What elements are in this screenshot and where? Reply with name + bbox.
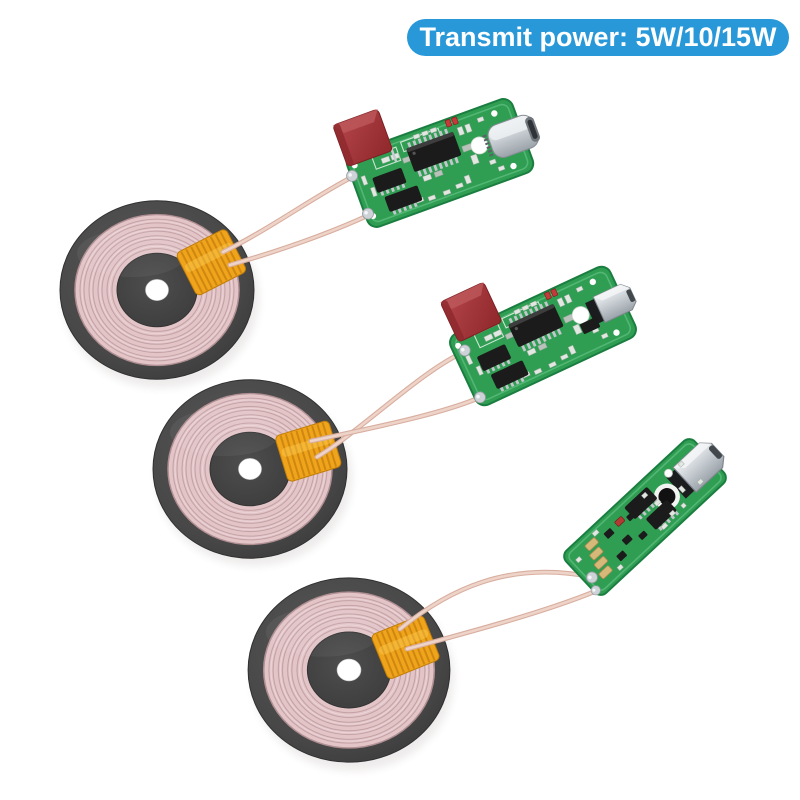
pcb-module-2 xyxy=(439,227,650,409)
pcb-module-3 xyxy=(563,436,730,598)
capacitor xyxy=(594,556,608,570)
coil-wires-1 xyxy=(220,174,372,268)
transistor xyxy=(638,530,648,540)
red-component xyxy=(614,516,625,527)
transistor xyxy=(626,511,636,522)
transistor xyxy=(621,534,633,545)
coil-module-3 xyxy=(247,577,451,763)
coil-module-1 xyxy=(59,200,255,380)
power-banner: Transmit power: 5W/10/15W xyxy=(407,19,789,56)
pcb-module-1 xyxy=(332,60,544,231)
transistor xyxy=(616,550,627,562)
large-hole xyxy=(658,488,676,506)
coil-module-2 xyxy=(152,379,348,559)
power-banner-label: Transmit power: 5W/10/15W xyxy=(419,22,777,52)
aux-ic xyxy=(580,317,601,334)
small-ic xyxy=(646,500,680,531)
main-ic xyxy=(624,487,660,520)
transistor xyxy=(603,528,615,539)
small-hole xyxy=(664,468,673,478)
coil-wires-2 xyxy=(308,348,484,460)
capacitor xyxy=(598,565,613,579)
capacitor xyxy=(589,546,604,561)
coil-wires-3 xyxy=(397,569,599,652)
capacitor xyxy=(584,537,599,551)
